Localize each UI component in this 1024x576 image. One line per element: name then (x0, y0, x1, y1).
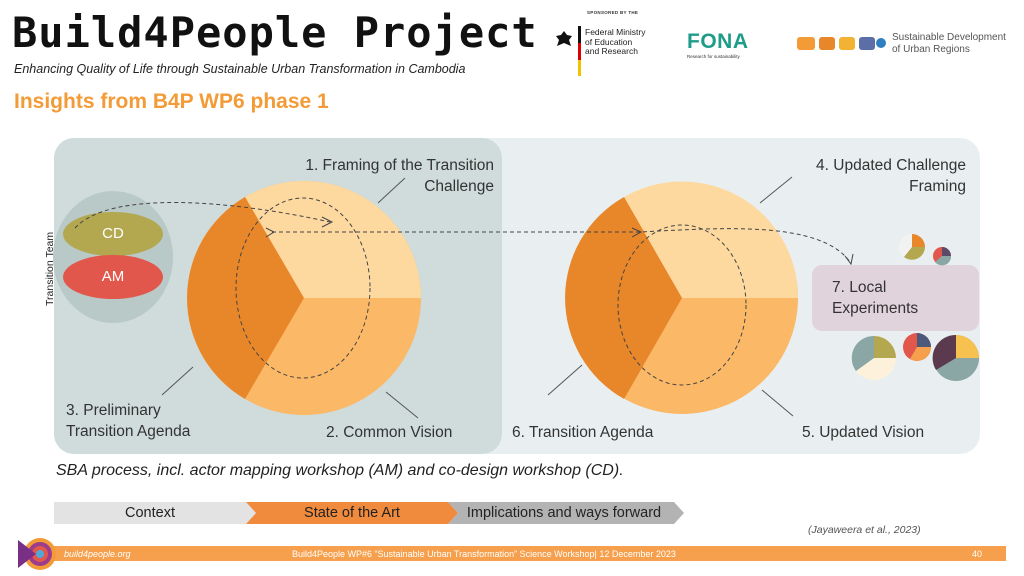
bmbf-logo: SPONSORED BY THE Federal Ministry of Edu… (548, 10, 678, 77)
page-subtitle: Enhancing Quality of Life through Sustai… (14, 62, 466, 76)
pie-icon-large-1 (851, 335, 896, 380)
step-7-line-2: Experiments (832, 300, 919, 317)
footer-bar (46, 546, 1006, 561)
flow-arrow-2-head (844, 253, 854, 266)
section-heading: Insights from B4P WP6 phase 1 (14, 90, 329, 113)
cd-label: CD (102, 225, 124, 242)
b4p-logo-icon (18, 538, 56, 570)
transition-team-label: Transition Team (44, 231, 56, 306)
step-1-line-2: Challenge (424, 178, 494, 195)
footer-url[interactable]: build4people.org (64, 549, 131, 559)
flow-arrow-1 (74, 201, 331, 229)
step-3-line-2: Transition Agenda (66, 423, 191, 440)
leader-line-4 (759, 176, 793, 204)
step-6-label: 6. Transition Agenda (512, 424, 654, 441)
cd-ellipse (63, 212, 163, 256)
leader-line-3 (161, 366, 194, 396)
progress-step-context: Context (125, 505, 175, 521)
page-number: 40 (972, 549, 983, 559)
am-label: AM (101, 268, 125, 285)
fona-tagline: Research for sustainability (687, 54, 740, 59)
chevron-context (54, 502, 256, 524)
surc-logo-icon (797, 37, 886, 50)
am-ellipse (63, 255, 163, 299)
step-7-line-1: 7. Local (832, 279, 887, 296)
flow-arrow-1-head (321, 216, 334, 228)
local-experiments-box (812, 265, 979, 331)
left-process-circle (187, 181, 421, 415)
pie-icon-medium (903, 333, 931, 361)
fona-logo: FONA (687, 30, 749, 53)
page-title: Build4People Project (12, 8, 538, 57)
surc-line-1: Sustainable Development (892, 32, 1006, 43)
pie-icon-small-1 (899, 234, 925, 260)
leader-line-1 (377, 177, 406, 204)
surc-text: Sustainable Development of Urban Regions (892, 32, 1006, 56)
step-4-label: 4. Updated Challenge Framing (774, 155, 966, 197)
step-3-label: 3. Preliminary Transition Agenda (66, 400, 190, 442)
flow-arrow-2 (272, 228, 851, 263)
step-5-label: 5. Updated Vision (802, 424, 925, 441)
bmbf-line-2: of Education (585, 36, 633, 47)
step-1-label: 1. Framing of the Transition Challenge (284, 155, 494, 197)
citation: (Jayaweera et al., 2023) (808, 524, 921, 536)
bmbf-line-1: Federal Ministry (585, 27, 646, 37)
pie-icon-large-2 (932, 334, 979, 381)
step-7-label: 7. Local Experiments (832, 277, 918, 319)
eagle-icon (556, 31, 572, 46)
leader-line-5 (761, 389, 794, 417)
leader-line-2 (385, 391, 419, 419)
progress-step-implications: Implications and ways forward (466, 505, 662, 521)
leader-line-6 (547, 364, 583, 396)
chevron-implications (448, 502, 684, 524)
step-4-line-2: Framing (909, 178, 966, 195)
bmbf-line-3: and Research (585, 46, 638, 56)
progress-step-state-of-art: State of the Art (304, 505, 400, 521)
step-4-line-1: 4. Updated Challenge (816, 157, 966, 174)
diagram-caption: SBA process, incl. actor mapping worksho… (56, 462, 624, 479)
step-2-label: 2. Common Vision (326, 424, 453, 441)
step-1-line-1: 1. Framing of the Transition (305, 157, 494, 174)
pie-icon-small-2 (933, 247, 952, 266)
surc-line-2: of Urban Regions (892, 44, 970, 55)
right-process-circle (565, 181, 799, 414)
chevron-state-of-art (246, 502, 458, 524)
footer-event-text: Build4People WP#6 “Sustainable Urban Tra… (292, 549, 676, 559)
step-3-line-1: 3. Preliminary (66, 402, 161, 419)
sponsored-by-label: SPONSORED BY THE (587, 10, 639, 15)
